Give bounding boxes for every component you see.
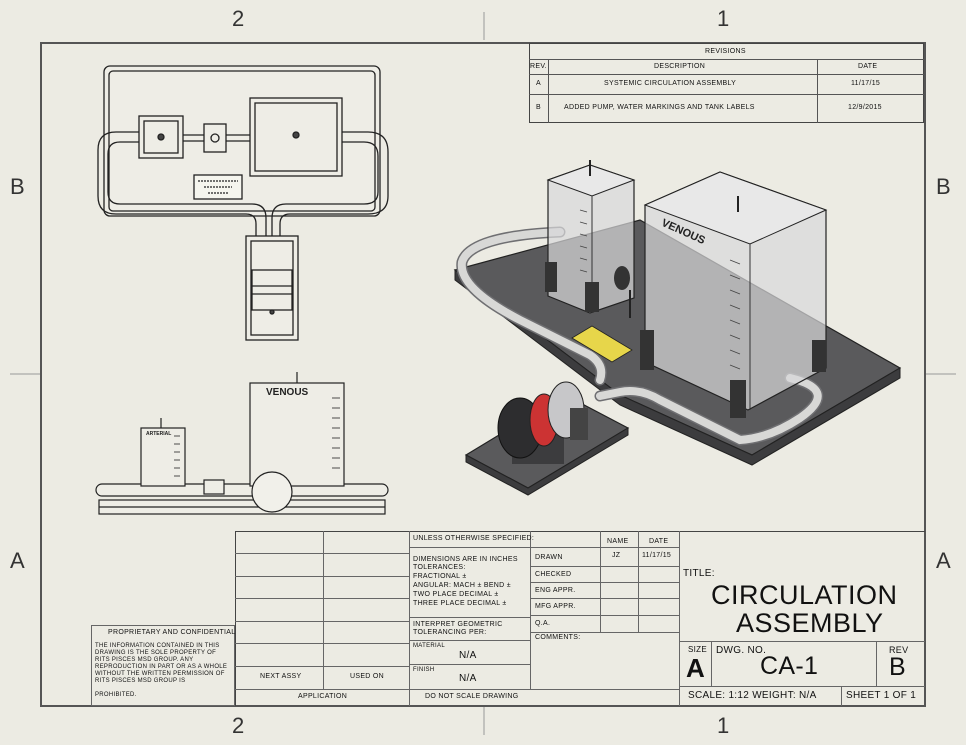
application-label: APPLICATION	[298, 693, 348, 700]
name-header: NAME	[607, 538, 629, 545]
proprietary-line-2: DRAWING IS THE SOLE PROPERTY OF	[95, 650, 217, 656]
zone-marker-top-1: 1	[717, 6, 730, 31]
isometric-view	[453, 160, 902, 496]
mfg-appr-label: MFG APPR.	[535, 603, 576, 610]
eng-appr-label: ENG APPR.	[535, 587, 576, 594]
zone-marker-left-a: A	[10, 548, 25, 573]
tolerance-line-4: ANGULAR: MACH ± BEND ±	[413, 582, 511, 589]
revisions-header-rev: REV.	[530, 63, 547, 70]
revision-b-rev: B	[536, 104, 541, 111]
title-line-1: CIRCULATION	[711, 580, 898, 610]
date-header: DATE	[649, 538, 669, 545]
drawn-label: DRAWN	[535, 554, 563, 561]
comments-label: COMMENTS:	[535, 634, 581, 641]
zone-marker-bottom-2: 2	[232, 713, 245, 738]
interpret-line-1: INTERPRET GEOMETRIC	[413, 621, 503, 628]
unless-specified: UNLESS OTHERWISE SPECIFIED:	[413, 535, 535, 542]
finish-label: FINISH	[413, 667, 435, 673]
zone-marker-top-2: 2	[232, 6, 245, 31]
tolerance-line-6: THREE PLACE DECIMAL ±	[413, 600, 507, 607]
title-label: TITLE:	[683, 568, 715, 579]
tolerance-line-1: DIMENSIONS ARE IN INCHES	[413, 556, 518, 563]
revisions-title: REVISIONS	[705, 48, 746, 55]
top-view	[97, 65, 389, 341]
zone-marker-left-b: B	[10, 174, 25, 199]
revision-a-rev: A	[536, 80, 541, 87]
finish-value: N/A	[459, 673, 477, 684]
revision-a-date: 11/17/15	[851, 80, 881, 87]
size-label: SIZE	[688, 645, 707, 654]
revisions-header-description: DESCRIPTION	[654, 63, 706, 70]
material-value: N/A	[459, 650, 477, 661]
proprietary-line-4: REPRODUCTION IN PART OR AS A WHOLE	[95, 664, 228, 670]
dwg-no-value: CA-1	[760, 652, 819, 680]
zone-marker-right-a: A	[936, 548, 951, 573]
front-tank-label-arterial: ARTERIAL	[146, 431, 172, 437]
dwg-no-label: DWG. NO.	[716, 645, 767, 656]
tolerance-line-2: TOLERANCES:	[413, 564, 466, 571]
interpret-line-2: TOLERANCING PER:	[413, 629, 487, 636]
front-tank-label-venous: VENOUS	[266, 387, 309, 398]
proprietary-line-7: PROHIBITED.	[95, 692, 137, 698]
revision-a-description: SYSTEMIC CIRCULATION ASSEMBLY	[604, 80, 737, 87]
sheet-number: SHEET 1 OF 1	[846, 690, 917, 701]
front-view	[95, 372, 389, 515]
zone-marker-bottom-1: 1	[717, 713, 730, 738]
proprietary-line-3: RITS PISCES MSD GROUP. ANY	[95, 657, 194, 663]
rev-label: REV	[889, 645, 909, 655]
do-not-scale: DO NOT SCALE DRAWING	[425, 693, 519, 700]
revisions-header-date: DATE	[858, 63, 878, 70]
checked-label: CHECKED	[535, 571, 572, 578]
qa-label: Q.A.	[535, 620, 551, 627]
proprietary-line-1: THE INFORMATION CONTAINED IN THIS	[95, 643, 220, 649]
tolerance-line-3: FRACTIONAL ±	[413, 573, 467, 580]
proprietary-line-6: RITS PISCES MSD GROUP IS	[95, 678, 186, 684]
zone-marker-right-b: B	[936, 174, 951, 199]
scale-weight: SCALE: 1:12 WEIGHT: N/A	[688, 690, 817, 701]
drawn-date: 11/17/15	[642, 552, 672, 559]
rev-value: B	[889, 653, 906, 681]
material-label: MATERIAL	[413, 643, 445, 649]
title-line-2: ASSEMBLY	[736, 608, 884, 638]
revision-b-date: 12/9/2015	[848, 104, 882, 111]
proprietary-line-5: WITHOUT THE WRITTEN PERMISSION OF	[95, 671, 225, 677]
proprietary-title: PROPRIETARY AND CONFIDENTIAL	[108, 629, 236, 636]
size-value: A	[686, 653, 706, 683]
tolerance-line-5: TWO PLACE DECIMAL ±	[413, 591, 499, 598]
revision-b-description: ADDED PUMP, WATER MARKINGS AND TANK LABE…	[564, 104, 755, 111]
next-assy-label: NEXT ASSY	[260, 673, 302, 680]
used-on-label: USED ON	[350, 673, 384, 680]
drawn-name: JZ	[612, 552, 621, 559]
